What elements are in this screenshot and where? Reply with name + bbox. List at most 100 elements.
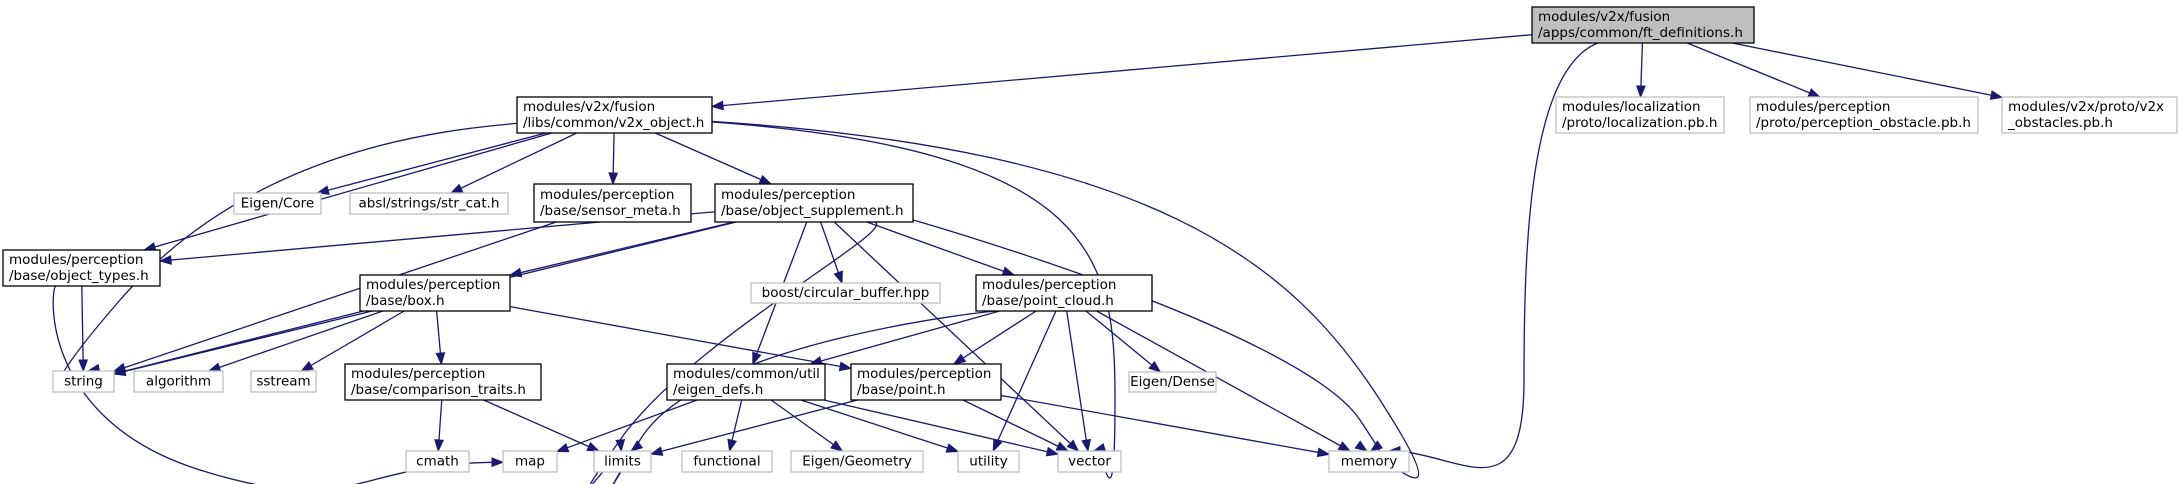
edge-line: [810, 310, 1000, 365]
node-sstream: sstream: [250, 370, 317, 393]
edge-box-to-comparison_traits: [435, 310, 446, 366]
edge-point_cloud-to-eigen_dense: [1085, 310, 1162, 373]
arrowhead: [586, 441, 601, 452]
arrowhead: [833, 270, 843, 285]
edge-line: [770, 399, 843, 452]
node-label-line: modules/perception: [366, 277, 500, 293]
nodes-layer: modules/v2x/fusion/apps/common/ft_defini…: [2, 6, 2178, 473]
edge-line: [655, 132, 772, 185]
arrowhead: [316, 185, 330, 195]
arrowhead: [952, 353, 967, 365]
node-label-line: modules/perception: [982, 277, 1116, 293]
edge-line: [800, 399, 959, 453]
edge-ft_definitions-to-v2x_object: [710, 34, 1533, 111]
arrowhead: [1148, 360, 1162, 373]
arrowhead: [1081, 438, 1092, 453]
node-object_supplement[interactable]: modules/perception/base/object_supplemen…: [714, 183, 914, 223]
node-box: [133, 370, 224, 393]
arrowhead: [758, 174, 773, 185]
edge-comparison_traits-to-limits: [483, 399, 601, 452]
node-label-line: /base/sensor_meta.h: [540, 203, 681, 219]
node-box: [714, 183, 914, 223]
node-memory: memory: [1328, 450, 1410, 473]
arrowhead: [1055, 441, 1070, 452]
edge-v2x_object-to-object_supplement: [655, 132, 773, 185]
node-box: [405, 450, 470, 473]
node-box: [666, 363, 826, 401]
edge-line: [866, 221, 1015, 276]
node-comparison_traits[interactable]: modules/perception/base/comparison_trait…: [344, 363, 542, 401]
node-object_types[interactable]: modules/perception/base/object_types.h: [2, 249, 161, 287]
node-label-line: vector: [1068, 454, 1111, 470]
node-box: [2001, 96, 2178, 134]
node-box: [1328, 450, 1410, 473]
node-label-line: string: [64, 374, 103, 390]
arrowhead: [1807, 88, 1822, 98]
node-point[interactable]: modules/perception/base/point.h: [850, 363, 1002, 401]
node-label-line: _obstacles.pb.h: [2007, 115, 2113, 131]
edge-point_cloud-to-vector: [1066, 310, 1092, 453]
node-box: [975, 274, 1153, 312]
node-circular_buffer: boost/circular_buffer.hpp: [750, 282, 941, 304]
edge-line: [52, 285, 504, 484]
node-box: [790, 450, 924, 473]
arrowhead: [508, 267, 523, 278]
node-label-line: boost/circular_buffer.hpp: [762, 285, 930, 301]
node-label-line: /base/object_types.h: [9, 268, 149, 284]
node-box: [681, 450, 773, 473]
arrowhead: [838, 361, 853, 372]
edge-v2x_object-to-eigen_core: [316, 132, 547, 195]
node-label-line: memory: [1341, 454, 1397, 470]
node-box: [516, 96, 713, 134]
node-box: [359, 274, 511, 312]
node-label-line: modules/perception: [1756, 99, 1890, 115]
edge-line: [81, 285, 84, 372]
node-eigen_defs[interactable]: modules/common/util/eigen_defs.h: [666, 363, 826, 401]
node-box[interactable]: modules/perception/base/box.h: [359, 274, 511, 312]
node-box: [957, 450, 1020, 473]
edge-ft_definitions-to-perception_obstacle_pb: [1686, 42, 1822, 98]
arrowhead: [1354, 440, 1368, 452]
node-label-line: /apps/common/ft_definitions.h: [1538, 25, 1743, 41]
arrowhead: [207, 362, 222, 372]
edge-object_supplement-to-point_cloud: [866, 221, 1016, 276]
node-utility: utility: [957, 450, 1020, 473]
node-box: [1128, 371, 1217, 393]
node-label-line: modules/v2x/fusion: [523, 99, 655, 115]
node-label-line: /base/box.h: [366, 293, 445, 309]
node-box: [750, 282, 941, 304]
node-v2x_object[interactable]: modules/v2x/fusion/libs/common/v2x_objec…: [516, 96, 713, 134]
edge-eigen_defs-to-vector: [823, 399, 1060, 457]
node-label-line: Eigen/Geometry: [802, 454, 912, 470]
edge-comparison_traits-to-cmath: [434, 399, 444, 453]
edge-eigen_defs-to-utility: [800, 399, 960, 453]
edge-line: [650, 399, 858, 455]
node-point_cloud[interactable]: modules/perception/base/point_cloud.h: [975, 274, 1153, 312]
edge-line: [711, 121, 1116, 479]
edge-point-to-memory: [1000, 394, 1331, 458]
node-label-line: algorithm: [146, 374, 211, 390]
arrowhead: [945, 443, 960, 453]
node-str_cat: absl/strings/str_cat.h: [349, 192, 509, 215]
edge-eigen_defs-to-map: [555, 399, 698, 453]
arrowhead: [615, 439, 626, 453]
edge-line: [509, 305, 852, 370]
node-label-line: /base/point.h: [857, 382, 946, 398]
edge-line: [556, 399, 698, 453]
node-label-line: modules/v2x/proto/v2x: [2008, 99, 2164, 115]
edge-line: [113, 310, 364, 375]
node-sensor_meta[interactable]: modules/perception/base/sensor_meta.h: [533, 183, 692, 223]
edge-box-to-string: [112, 310, 364, 376]
edge-line: [1388, 42, 1599, 469]
edge-point-to-vector: [962, 399, 1070, 452]
node-box: [1057, 450, 1122, 473]
arrowhead: [629, 440, 644, 452]
node-label-line: modules/localization: [1562, 99, 1701, 115]
edge-ft_definitions-to-v2x_obstacles_pb: [1732, 42, 2004, 100]
node-box: [250, 370, 317, 393]
node-box: [1555, 96, 1725, 134]
edge-box-to-algorithm: [207, 310, 384, 372]
node-vector: vector: [1057, 450, 1122, 473]
node-box: [349, 192, 509, 215]
node-v2x_obstacles_pb: modules/v2x/proto/v2x_obstacles.pb.h: [2001, 96, 2178, 134]
